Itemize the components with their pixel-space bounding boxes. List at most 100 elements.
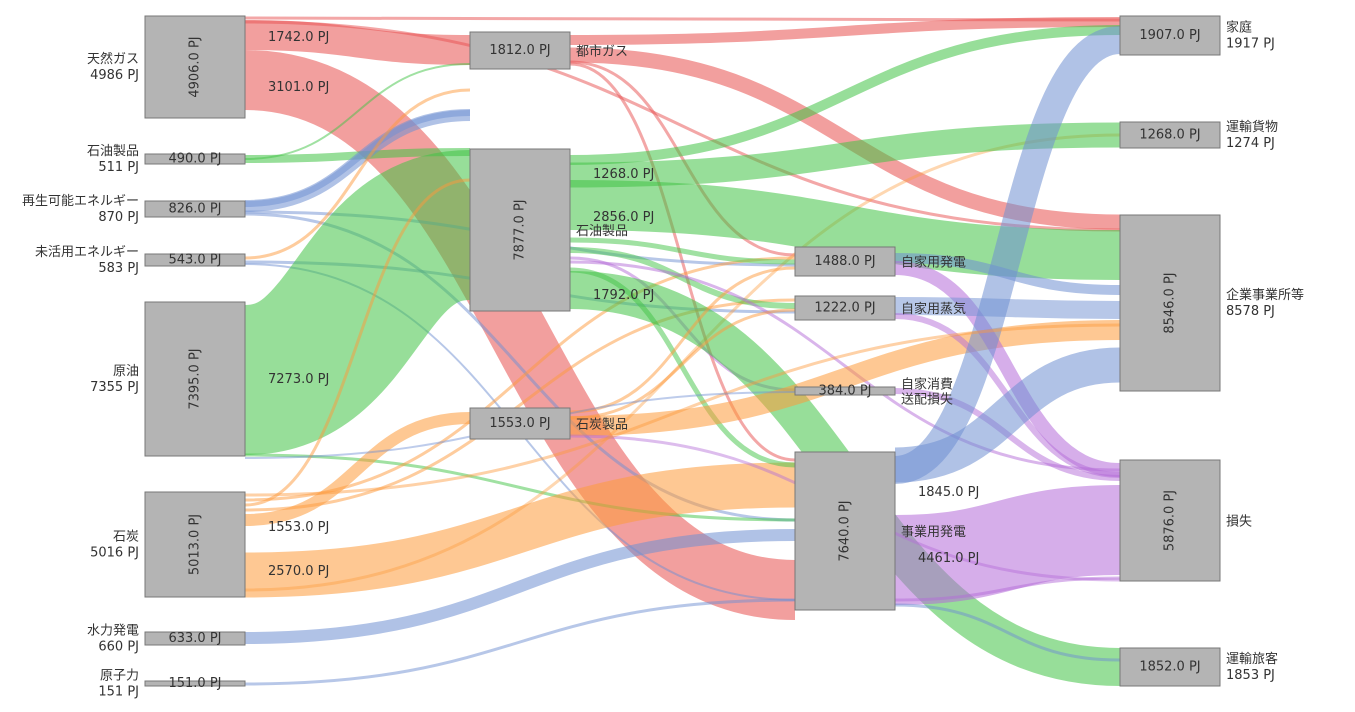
node-selfgen[interactable] — [794, 246, 896, 277]
node-business[interactable] — [1119, 214, 1221, 392]
node-value-freight: 1268.0 PJ — [1139, 128, 1200, 143]
node-value-coal: 5013.0 PJ — [188, 514, 203, 575]
flow-link-utility-loss — [894, 576, 1121, 602]
node-citygas[interactable] — [469, 31, 571, 70]
intermediate-name-selfsteam: 自家用蒸気 — [901, 301, 966, 317]
flow-link-utility-business — [894, 347, 1121, 483]
source-name-crude: 原油 — [113, 364, 139, 379]
node-value-citygas: 1812.0 PJ — [489, 43, 550, 58]
flow-link-coalprod-selfgen — [569, 266, 796, 414]
target-name-business: 企業事業所等 — [1226, 287, 1304, 303]
intermediate-name-selfgen: 自家用発電 — [901, 255, 966, 271]
source-total-ren: 870 PJ — [98, 210, 139, 225]
node-hydro[interactable] — [144, 631, 246, 646]
flow-label-f3: 7273.0 PJ — [268, 372, 329, 387]
flow-link-coal-selfgen — [244, 256, 796, 502]
flow-link-crude-utility — [244, 453, 796, 522]
node-value-unused: 543.0 PJ — [168, 253, 221, 268]
flow-label-f5: 2570.0 PJ — [268, 564, 329, 579]
source-name-coal: 石炭 — [113, 530, 139, 545]
node-coalprod[interactable] — [469, 407, 571, 440]
target-total-business: 8578 PJ — [1226, 304, 1275, 319]
flow-link-citygas-home — [569, 17, 1121, 45]
node-oilprod[interactable] — [469, 148, 571, 312]
node-value-hydro: 633.0 PJ — [168, 631, 221, 646]
node-freight[interactable] — [1119, 121, 1221, 149]
target-name-passenger: 運輸旅客 — [1226, 651, 1278, 667]
intermediate-name-oilprod: 石油製品 — [576, 224, 628, 239]
source-total-gas: 4986 PJ — [90, 68, 139, 83]
flow-link-hydro-utility — [244, 529, 796, 644]
source-total-crude: 7355 PJ — [90, 380, 139, 395]
target-name-freight: 運輸貨物 — [1226, 119, 1278, 135]
flow-link-unused-citygas — [244, 88, 471, 260]
node-value-selfgen: 1488.0 PJ — [814, 254, 875, 269]
node-value-oilp: 490.0 PJ — [168, 152, 221, 167]
node-coal[interactable] — [144, 491, 246, 598]
flow-link-selfgen-loss — [894, 261, 1121, 477]
flow-link-coal-coalprod — [244, 178, 471, 507]
node-value-passenger: 1852.0 PJ — [1139, 660, 1200, 675]
node-selfuse[interactable] — [794, 386, 896, 396]
source-name-gas: 天然ガス — [87, 51, 139, 67]
flow-link-crude-oilprod — [239, 150, 476, 455]
target-name-loss: 損失 — [1226, 515, 1252, 530]
node-home[interactable] — [1119, 15, 1221, 56]
node-oilp[interactable] — [144, 153, 246, 165]
node-value-selfsteam: 1222.0 PJ — [814, 301, 875, 316]
node-loss[interactable] — [1119, 459, 1221, 582]
source-name-hydro: 水力発電 — [87, 624, 139, 639]
node-selfsteam[interactable] — [794, 295, 896, 321]
target-total-home: 1917 PJ — [1226, 37, 1275, 52]
source-total-unused: 583 PJ — [98, 261, 139, 276]
node-value-selfuse: 384.0 PJ — [818, 384, 871, 399]
node-value-business: 8546.0 PJ — [1163, 272, 1178, 333]
source-total-nuclear: 151 PJ — [98, 685, 139, 700]
flow-link-oilprod-freight — [569, 122, 1121, 188]
source-total-coal: 5016 PJ — [90, 546, 139, 561]
node-utility[interactable] — [794, 451, 896, 611]
node-value-nuclear: 151.0 PJ — [168, 676, 221, 691]
flow-link-gas-business — [244, 20, 1121, 232]
intermediate-name-selfuse: 自家消費 — [901, 377, 953, 393]
target-total-freight: 1274 PJ — [1226, 136, 1275, 151]
flow-link-oilprod-selfsteam — [569, 247, 796, 309]
node-passenger[interactable] — [1119, 647, 1221, 687]
intermediate-name-utility: 事業用発電 — [901, 524, 966, 540]
flow-link-coalprod-business — [569, 320, 1121, 436]
flow-label-f8: 1792.0 PJ — [593, 288, 654, 303]
source-name-ren: 再生可能エネルギー — [22, 194, 139, 209]
target-name-home: 家庭 — [1226, 20, 1252, 36]
node-value-coalprod: 1553.0 PJ — [489, 416, 550, 431]
flow-link-coal-coalprod — [244, 412, 471, 526]
node-value-crude: 7395.0 PJ — [188, 348, 203, 409]
source-name-nuclear: 原子力 — [100, 669, 139, 684]
node-value-home: 1907.0 PJ — [1139, 28, 1200, 43]
node-nuclear[interactable] — [144, 680, 246, 687]
intermediate-name-selfuse: 送配損失 — [901, 393, 953, 408]
flow-link-nuclear-utility — [244, 598, 796, 686]
node-unused[interactable] — [144, 253, 246, 267]
flow-label-f7: 2856.0 PJ — [593, 210, 654, 225]
node-gas[interactable] — [144, 15, 246, 119]
flow-link-gas-citygas — [244, 20, 471, 65]
flow-link-oilprod-loss — [569, 260, 1121, 472]
node-ren[interactable] — [144, 200, 246, 218]
flow-link-coal-business — [244, 323, 1121, 497]
flow-link-utility-loss — [894, 485, 1121, 605]
nodes — [144, 15, 1221, 687]
target-total-passenger: 1853 PJ — [1226, 668, 1275, 683]
flow-link-utility-passenger — [894, 603, 1121, 662]
intermediate-name-coalprod: 石炭製品 — [576, 418, 628, 433]
node-value-oilprod: 7877.0 PJ — [513, 199, 528, 260]
flow-link-oilp-citygas — [244, 63, 471, 160]
flow-label-f1: 1742.0 PJ — [268, 30, 329, 45]
flow-links — [239, 16, 1122, 686]
flow-label-f9: 1845.0 PJ — [918, 485, 979, 500]
flow-label-f6: 1268.0 PJ — [593, 167, 654, 182]
node-crude[interactable] — [144, 301, 246, 457]
intermediate-name-citygas: 都市ガス — [576, 44, 628, 60]
source-total-hydro: 660 PJ — [98, 640, 139, 655]
